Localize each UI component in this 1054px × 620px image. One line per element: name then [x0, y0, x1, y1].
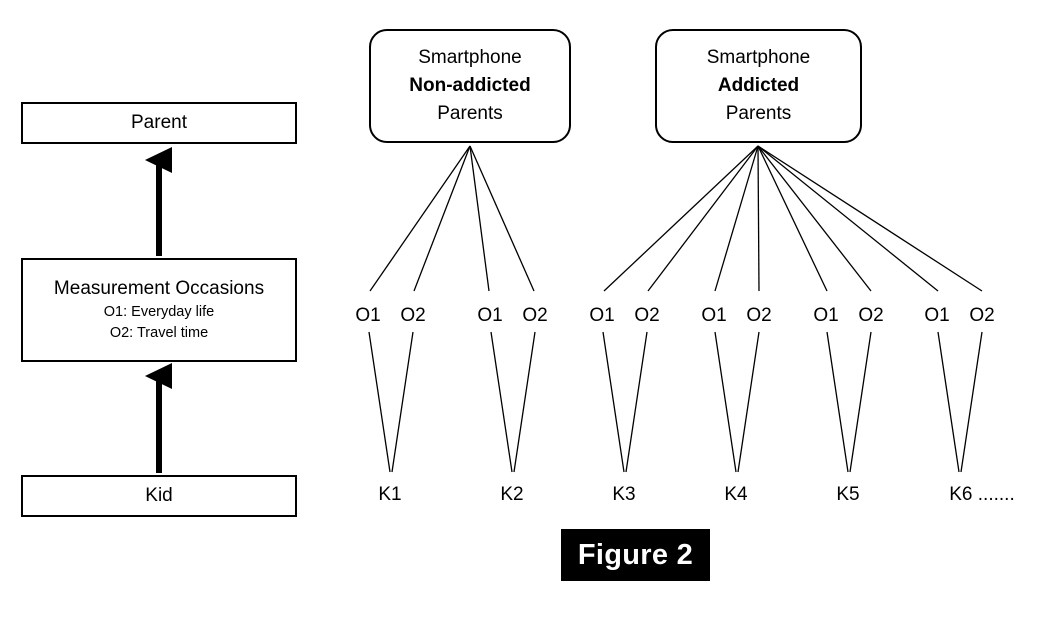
occasion-label-6[interactable]: O2	[634, 305, 660, 326]
occasion-label-1[interactable]: O1	[355, 305, 381, 326]
group-addicted-line-3: Parents	[725, 103, 792, 124]
occasion-label-4[interactable]: O2	[522, 305, 548, 326]
occasion-to-kid-links	[368, 331, 983, 473]
occasion-label-5[interactable]: O1	[589, 305, 615, 326]
group-node-addicted[interactable]: Smartphone Addicted Parents	[655, 29, 862, 143]
level-box-kid-title: Kid	[145, 485, 173, 506]
occasion-label-8[interactable]: O2	[746, 305, 772, 326]
level-box-kid[interactable]: Kid	[21, 475, 297, 517]
kid-label-k3[interactable]: K3	[612, 484, 636, 505]
occasion-label-9[interactable]: O1	[813, 305, 839, 326]
level-box-parent-title: Parent	[131, 112, 187, 133]
group-non-addicted-line-1: Smartphone	[418, 47, 522, 68]
level-box-measurement-title: Measurement Occasions	[53, 278, 265, 299]
occasion-label-3[interactable]: O1	[477, 305, 503, 326]
group-fan-addicted	[603, 145, 983, 292]
kid-label-k2[interactable]: K2	[500, 484, 524, 505]
occasion-label-11[interactable]: O1	[924, 305, 950, 326]
level-box-parent[interactable]: Parent	[21, 102, 297, 144]
group-node-non-addicted[interactable]: Smartphone Non-addicted Parents	[369, 29, 571, 143]
kid-label-k6[interactable]: K6 .......	[949, 484, 1015, 505]
occasion-label-7[interactable]: O1	[701, 305, 727, 326]
kid-label-k5[interactable]: K5	[836, 484, 860, 505]
level-box-measurement-sub-o2: O2: Travel time	[109, 325, 209, 341]
group-addicted-line-1: Smartphone	[706, 47, 811, 68]
kid-label-k1[interactable]: K1	[378, 484, 402, 505]
group-fan-non-addicted	[369, 145, 535, 292]
level-box-measurement-occasions[interactable]: Measurement Occasions O1: Everyday life …	[21, 258, 297, 362]
kid-label-k4[interactable]: K4	[724, 484, 748, 505]
occasion-label-10[interactable]: O2	[858, 305, 884, 326]
group-non-addicted-line-2: Non-addicted	[409, 75, 531, 96]
group-addicted-line-2: Addicted	[717, 75, 800, 96]
occasion-label-12[interactable]: O2	[969, 305, 995, 326]
group-non-addicted-line-3: Parents	[437, 103, 503, 124]
occasion-label-2[interactable]: O2	[400, 305, 426, 326]
level-box-measurement-sub-o1: O1: Everyday life	[103, 304, 215, 320]
figure-caption-badge: Figure 2	[561, 529, 710, 581]
